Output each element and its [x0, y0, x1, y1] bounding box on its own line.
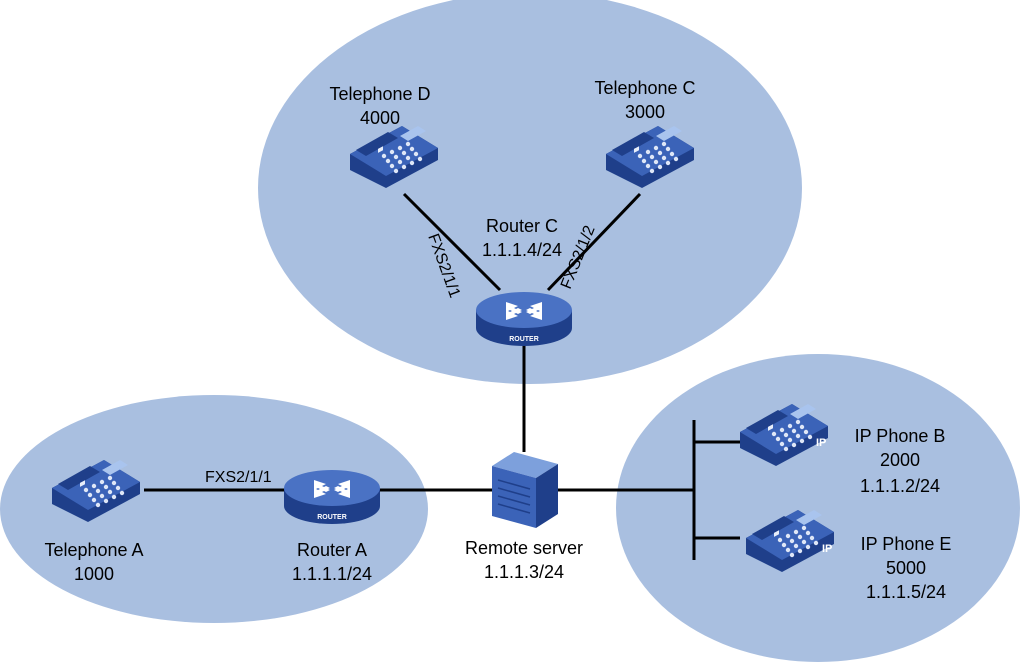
router-a-ip: 1.1.1.1/24 — [292, 564, 372, 584]
router-c-icon: ROUTER — [476, 292, 572, 346]
router-a-icon: ROUTER — [284, 470, 380, 524]
ip-phone-e-ip: 1.1.1.5/24 — [866, 582, 946, 602]
links — [144, 192, 740, 560]
telephone-d-number: 4000 — [360, 108, 400, 128]
router-a-port: FXS2/1/1 — [205, 469, 272, 486]
zone-right — [616, 354, 1020, 662]
router-a-name: Router A — [297, 540, 367, 560]
remote-server-icon — [492, 452, 558, 528]
link-telephone-d-router-c — [402, 192, 502, 292]
telephone-c-name: Telephone C — [594, 78, 695, 98]
ip-phone-b-ip: 1.1.1.2/24 — [860, 476, 940, 496]
ip-phone-b-badge: IP — [816, 437, 826, 449]
zone-top — [258, 0, 802, 384]
telephone-d-name: Telephone D — [329, 84, 430, 104]
router-a-badge: ROUTER — [317, 514, 347, 521]
router-c-badge: ROUTER — [509, 336, 539, 343]
router-c-ip: 1.1.1.4/24 — [482, 240, 562, 260]
ip-phone-b-icon: IP — [740, 404, 828, 466]
telephone-a-number: 1000 — [74, 564, 114, 584]
remote-server-ip: 1.1.1.3/24 — [484, 562, 564, 582]
ip-phone-e-badge: IP — [822, 543, 832, 555]
remote-server-name: Remote server — [465, 538, 583, 558]
ip-phone-e-name: IP Phone E — [861, 534, 952, 554]
telephone-a-name: Telephone A — [44, 540, 143, 560]
ip-phone-b-name: IP Phone B — [855, 426, 946, 446]
ip-phone-e-number: 5000 — [886, 558, 926, 578]
link-telephone-c-router-c — [546, 192, 642, 292]
ip-phone-b-number: 2000 — [880, 450, 920, 470]
telephone-c-number: 3000 — [625, 102, 665, 122]
zone-left — [0, 395, 428, 623]
router-c-name: Router C — [486, 216, 558, 236]
ip-phone-e-icon: IP — [746, 510, 834, 572]
